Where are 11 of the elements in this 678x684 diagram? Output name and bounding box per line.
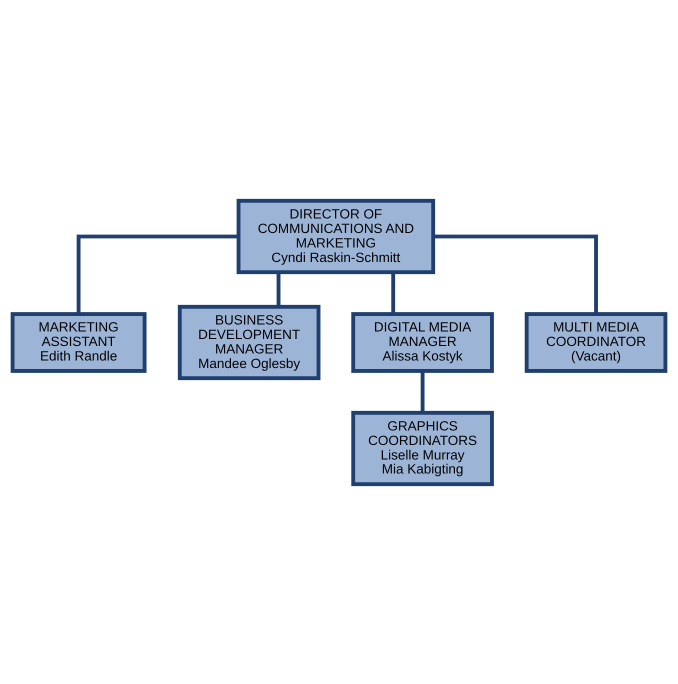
connector <box>434 234 598 314</box>
connector <box>76 234 238 314</box>
connector <box>276 272 280 306</box>
node-box: GRAPHICS COORDINATORS Liselle Murray Mia Kabigting <box>351 410 494 486</box>
connector <box>391 272 396 314</box>
node-box: DIRECTOR OF COMMUNICATIONS AND MARKETING Cyndi Raskin-Schmitt <box>236 198 436 274</box>
node-box: MARKETING ASSISTANT Edith Randle <box>10 312 147 372</box>
node-box: BUSINESS DEVELOPMENT MANAGER Mandee Oglesby <box>178 304 320 380</box>
node-box: DIGITAL MEDIA MANAGER Alissa Kostyk <box>351 312 494 372</box>
node-box: MULTI MEDIA COORDINATOR (Vacant) <box>524 312 668 372</box>
connector <box>420 370 425 412</box>
